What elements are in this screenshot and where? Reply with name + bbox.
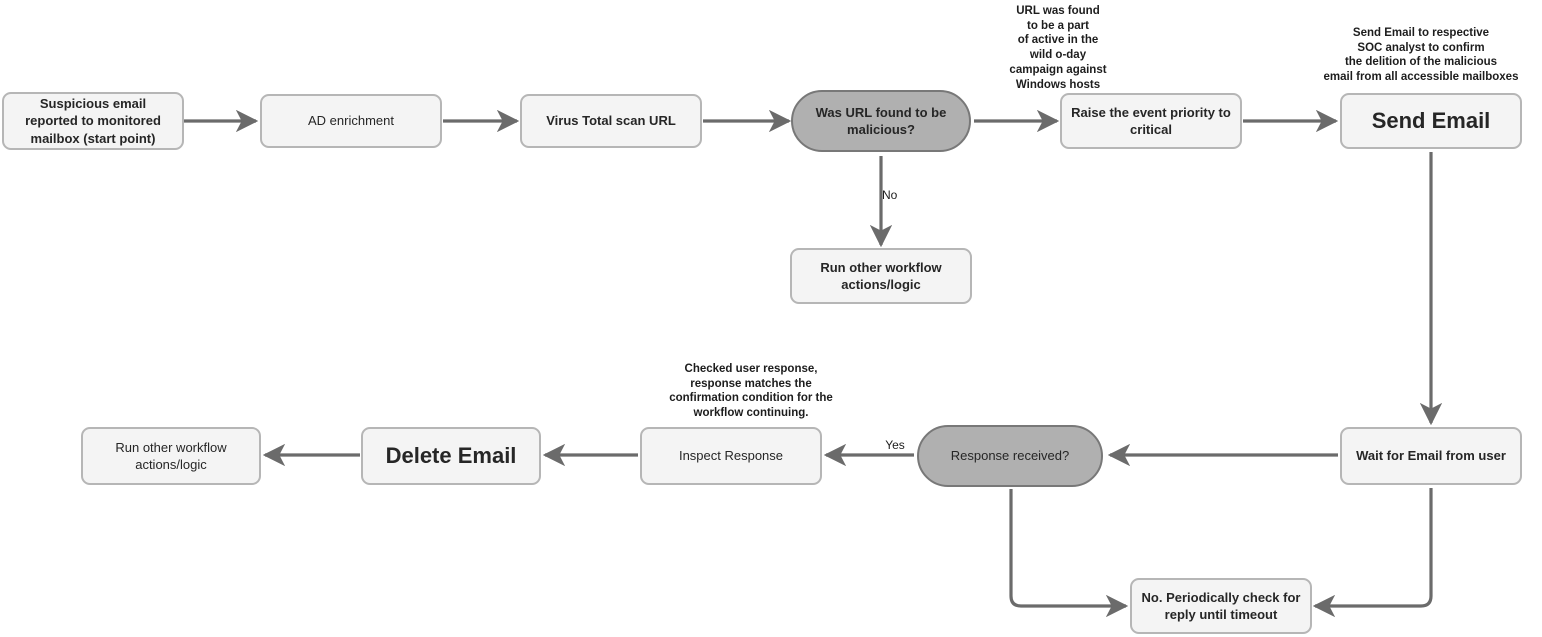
node-label: Run other workflow actions/logic [115, 439, 227, 472]
node-inspect-response[interactable]: Inspect Response [640, 427, 822, 485]
node-label: Raise the event priority to critical [1071, 104, 1231, 137]
node-raise-event-priority[interactable]: Raise the event priority to critical [1060, 93, 1242, 149]
node-was-url-malicious[interactable]: Was URL found to be malicious? [791, 90, 971, 152]
edge-response-to-periodic [1009, 489, 1129, 618]
node-label: Wait for Email from user [1356, 448, 1506, 464]
node-label: Delete Email [385, 443, 517, 469]
node-response-received[interactable]: Response received? [917, 425, 1103, 487]
node-label: Inspect Response [678, 448, 784, 464]
node-ad-enrichment[interactable]: AD enrichment [260, 94, 442, 148]
node-label: Send Email [1371, 108, 1491, 134]
edge-label-url-found-active-campaign: URL was found to be a part of active in … [1009, 5, 1107, 91]
node-virus-total-scan-url[interactable]: Virus Total scan URL [520, 94, 702, 148]
node-run-other-workflow-bottom[interactable]: Run other workflow actions/logic [81, 427, 261, 485]
node-label: No. Periodically check for reply until t… [1141, 589, 1301, 622]
edge-label-checked-user-response: Checked user response, response matches … [669, 363, 833, 420]
node-label: Suspicious email reported to monitored m… [25, 96, 161, 146]
node-send-email[interactable]: Send Email [1340, 93, 1522, 149]
node-label: AD enrichment [308, 113, 394, 129]
node-periodically-check-reply[interactable]: No. Periodically check for reply until t… [1130, 578, 1312, 634]
branch-label-yes: Yes [885, 438, 905, 452]
node-wait-for-email-from-user[interactable]: Wait for Email from user [1340, 427, 1522, 485]
branch-label-no: No [882, 188, 898, 202]
node-delete-email[interactable]: Delete Email [361, 427, 541, 485]
node-label: Virus Total scan URL [546, 113, 676, 129]
node-label: Response received? [950, 448, 1070, 464]
edge-wait-to-periodic [1312, 488, 1433, 618]
edge-label-send-email-to-soc: Send Email to respective SOC analyst to … [1323, 27, 1519, 84]
node-label: Run other workflow actions/logic [820, 259, 942, 292]
node-run-other-workflow-top[interactable]: Run other workflow actions/logic [790, 248, 972, 304]
node-label: Was URL found to be malicious? [815, 104, 947, 137]
node-suspicious-email-start[interactable]: Suspicious email reported to monitored m… [2, 92, 184, 150]
